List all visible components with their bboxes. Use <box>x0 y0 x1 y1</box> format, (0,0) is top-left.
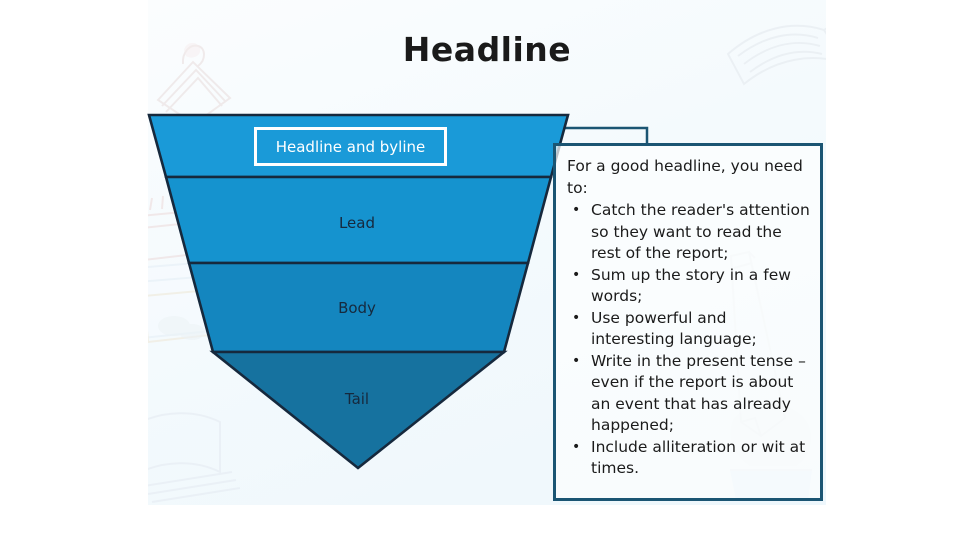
headline-tips-box[interactable]: For a good headline, you need to: Catch … <box>553 143 823 501</box>
list-item: Write in the present tense – even if the… <box>567 351 812 437</box>
tips-list: Catch the reader's attention so they wan… <box>567 200 812 480</box>
page-title: Headline <box>402 30 572 69</box>
list-item: Sum up the story in a few words; <box>567 265 812 308</box>
pyramid-label-tail: Tail <box>344 390 369 408</box>
pyramid-label-body: Body <box>338 299 376 317</box>
headline-byline-label: Headline and byline <box>275 137 426 156</box>
headline-byline-label-box[interactable]: Headline and byline <box>254 127 447 166</box>
list-item: Use powerful and interesting language; <box>567 308 812 351</box>
list-item: Include alliteration or wit at times. <box>567 437 812 480</box>
watermark-pencil-pot <box>148 192 242 344</box>
pyramid-label-lead: Lead <box>339 214 375 232</box>
tips-intro-text: For a good headline, you need to: <box>567 157 803 197</box>
watermark-open-book-bottomleft <box>148 412 241 503</box>
list-item: Catch the reader's attention so they wan… <box>567 200 812 265</box>
